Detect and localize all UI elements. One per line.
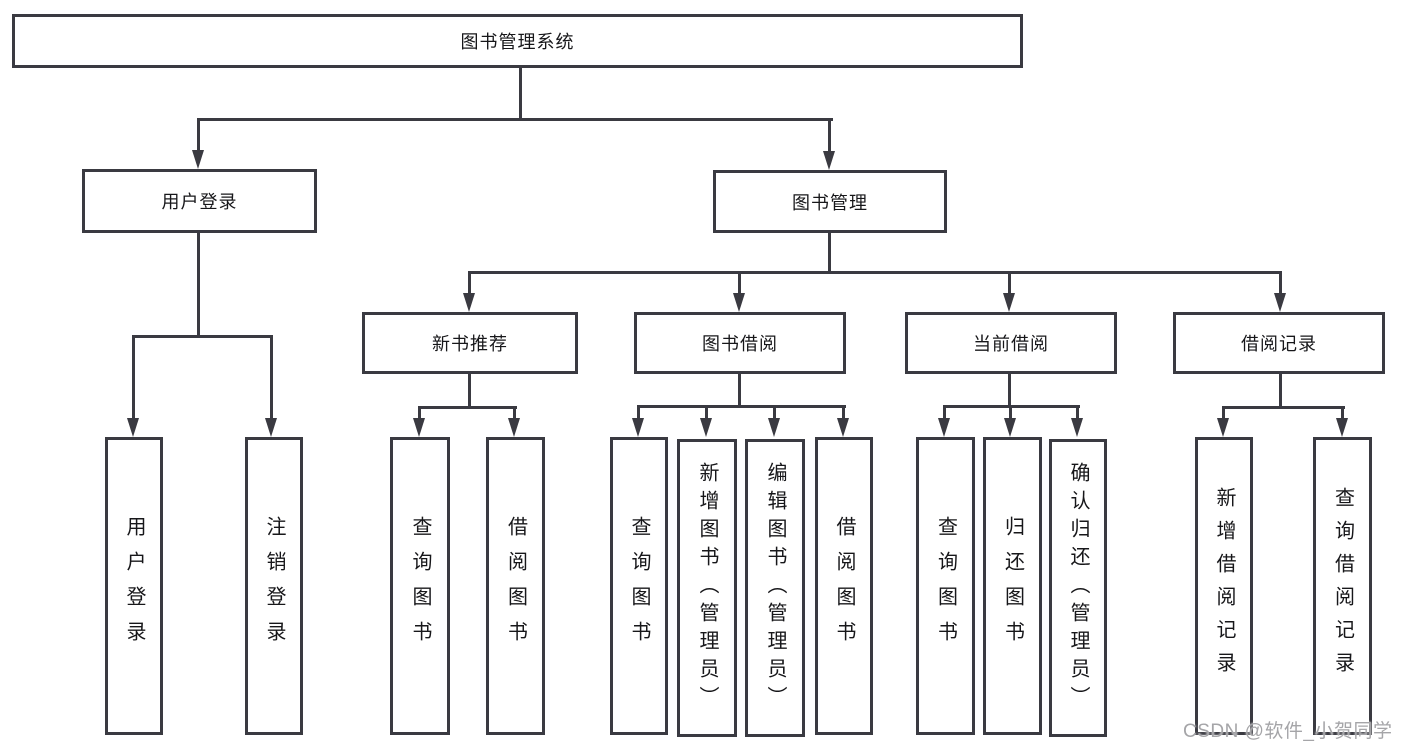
- connector-line: [828, 233, 831, 274]
- connector-line: [513, 409, 516, 421]
- connector-line: [1008, 374, 1011, 408]
- leaf-label: 用户登录: [123, 516, 145, 656]
- leaf-recommend-query-books: 查询图书: [390, 437, 450, 735]
- connector-line: [132, 338, 135, 421]
- connector-line: [197, 233, 200, 338]
- leaf-borrowing-query-books: 查询图书: [610, 437, 668, 735]
- arrow-down-icon: [1003, 293, 1015, 312]
- arrow-down-icon: [938, 418, 950, 437]
- connector-line: [1009, 408, 1012, 421]
- arrow-down-icon: [733, 293, 745, 312]
- node-book-management: 图书管理: [713, 170, 947, 233]
- arrow-down-icon: [508, 418, 520, 437]
- connector-line: [637, 408, 640, 421]
- arrow-down-icon: [463, 293, 475, 312]
- connector-line: [418, 406, 517, 409]
- leaf-records-add-borrow-record: 新增借阅记录: [1195, 437, 1253, 735]
- connector-line: [738, 374, 741, 408]
- leaf-label: 新增图书（管理员）: [696, 462, 718, 714]
- arrow-down-icon: [127, 418, 139, 437]
- connector-line: [1341, 409, 1344, 421]
- leaf-label: 归还图书: [1001, 516, 1024, 656]
- connector-line: [197, 121, 200, 154]
- connector-line: [270, 338, 273, 421]
- connector-line: [1222, 409, 1225, 421]
- connector-line: [197, 118, 833, 121]
- connector-line: [1279, 274, 1282, 296]
- node-borrowing-records: 借阅记录: [1173, 312, 1385, 374]
- arrow-down-icon: [700, 418, 712, 437]
- csdn-watermark: CSDN @软件_小贺同学: [1183, 721, 1393, 742]
- connector-line: [1008, 274, 1011, 296]
- arrow-down-icon: [1004, 418, 1016, 437]
- connector-line: [1076, 408, 1079, 421]
- connector-line: [773, 408, 776, 421]
- connector-line: [1222, 406, 1345, 409]
- node-current-borrowing: 当前借阅: [905, 312, 1117, 374]
- arrow-down-icon: [192, 150, 204, 169]
- leaf-label: 新增借阅记录: [1213, 487, 1235, 685]
- leaf-borrowing-edit-books-admin: 编辑图书（管理员）: [745, 439, 805, 737]
- leaf-current-confirm-return-admin: 确认归还（管理员）: [1049, 439, 1107, 737]
- connector-line: [132, 335, 273, 338]
- connector-line: [519, 68, 522, 120]
- leaf-records-query-borrow-record: 查询借阅记录: [1313, 437, 1372, 735]
- node-book-borrowing: 图书借阅: [634, 312, 846, 374]
- connector-line: [842, 408, 845, 421]
- leaf-label: 查询图书: [409, 516, 431, 656]
- leaf-current-return-books: 归还图书: [983, 437, 1042, 735]
- arrow-down-icon: [265, 418, 277, 437]
- node-new-book-recommendation: 新书推荐: [362, 312, 578, 374]
- arrow-down-icon: [1071, 418, 1083, 437]
- leaf-label: 借阅图书: [833, 516, 855, 656]
- arrow-down-icon: [413, 418, 425, 437]
- connector-line: [1279, 374, 1282, 409]
- arrow-down-icon: [837, 418, 849, 437]
- connector-line: [943, 405, 1080, 408]
- connector-line: [828, 121, 831, 154]
- leaf-label: 编辑图书（管理员）: [764, 462, 786, 714]
- arrow-down-icon: [1217, 418, 1229, 437]
- leaf-label: 确认归还（管理员）: [1067, 462, 1089, 714]
- leaf-label: 借阅图书: [504, 516, 527, 656]
- node-user-login: 用户登录: [82, 169, 317, 233]
- leaf-label: 查询借阅记录: [1331, 487, 1354, 685]
- leaf-current-query-books: 查询图书: [916, 437, 975, 735]
- leaf-recommend-borrow-books: 借阅图书: [486, 437, 545, 735]
- leaf-label: 查询图书: [934, 516, 957, 656]
- leaf-label: 注销登录: [263, 516, 285, 656]
- connector-line: [468, 271, 1282, 274]
- leaf-label: 查询图书: [628, 516, 650, 656]
- leaf-logout: 注销登录: [245, 437, 303, 735]
- connector-line: [738, 274, 741, 296]
- leaf-borrowing-add-books-admin: 新增图书（管理员）: [677, 439, 737, 737]
- connector-line: [637, 405, 846, 408]
- arrow-down-icon: [1274, 293, 1286, 312]
- leaf-user-login: 用户登录: [105, 437, 163, 735]
- node-library-management-system: 图书管理系统: [12, 14, 1023, 68]
- connector-line: [468, 274, 471, 296]
- connector-line: [418, 409, 421, 421]
- connector-line: [468, 374, 471, 409]
- connector-line: [943, 408, 946, 421]
- arrow-down-icon: [768, 418, 780, 437]
- arrow-down-icon: [1336, 418, 1348, 437]
- arrow-down-icon: [632, 418, 644, 437]
- leaf-borrowing-borrow-books: 借阅图书: [815, 437, 873, 735]
- arrow-down-icon: [823, 151, 835, 170]
- connector-line: [705, 408, 708, 421]
